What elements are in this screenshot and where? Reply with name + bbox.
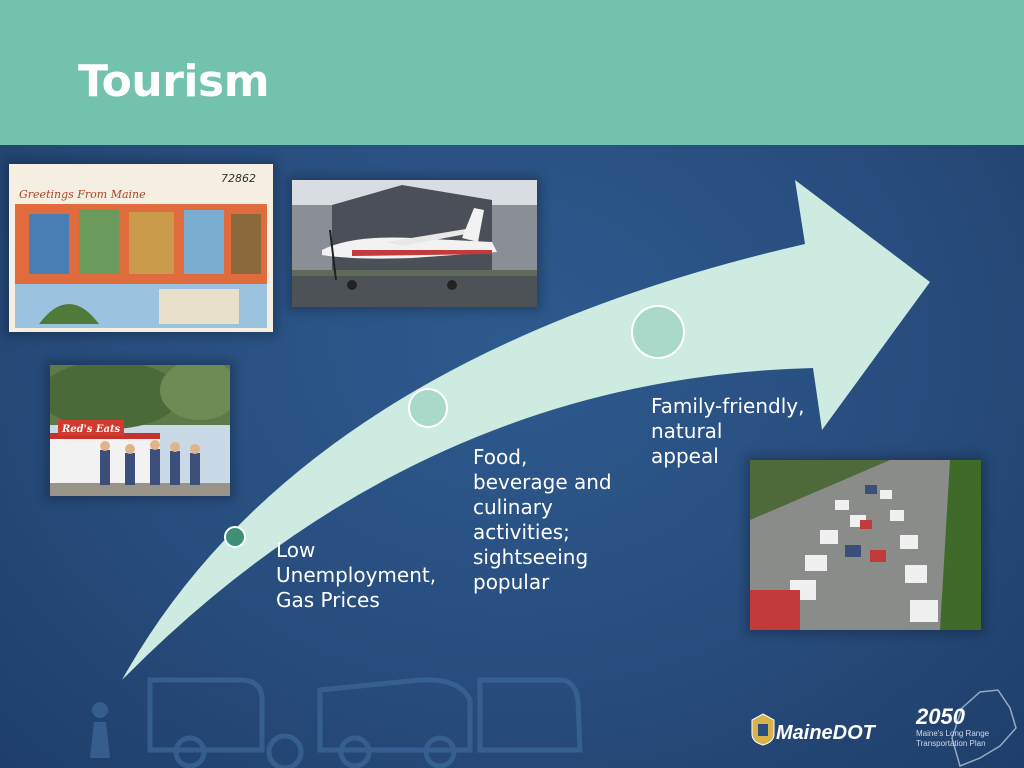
step-dot-3 <box>631 305 685 359</box>
plan-year-logo: 2050 <box>916 704 965 729</box>
airplane-image <box>292 180 537 307</box>
vehicle-silhouettes <box>90 677 583 768</box>
title-bar: Tourism <box>0 0 1024 145</box>
step-label-3: Family-friendly, natural appeal <box>651 394 805 468</box>
maine-postcard-image: Greetings From Maine 72862 <box>9 164 273 332</box>
postcard-number: 72862 <box>221 172 256 185</box>
maine-outline-icon <box>951 689 1017 768</box>
reds-eats-sign: Red's Eats <box>61 424 121 435</box>
mainedot-logo: MaineDOT <box>776 722 875 744</box>
step-label-2: Food, beverage and culinary activities; … <box>473 445 612 594</box>
maine-seal-icon <box>751 713 775 746</box>
slide-title: Tourism <box>78 56 270 107</box>
step-label-1: Low Unemployment, Gas Prices <box>276 538 437 612</box>
reds-eats-image: Red's Eats <box>50 365 230 496</box>
arrow-shape <box>122 180 930 680</box>
step-dot-1 <box>224 526 246 548</box>
step-dot-2 <box>408 388 448 428</box>
plan-subtitle: Maine's Long Range Transportation Plan <box>916 729 990 748</box>
highway-traffic-image <box>750 460 981 630</box>
postcard-caption: Greetings From Maine <box>19 188 146 201</box>
